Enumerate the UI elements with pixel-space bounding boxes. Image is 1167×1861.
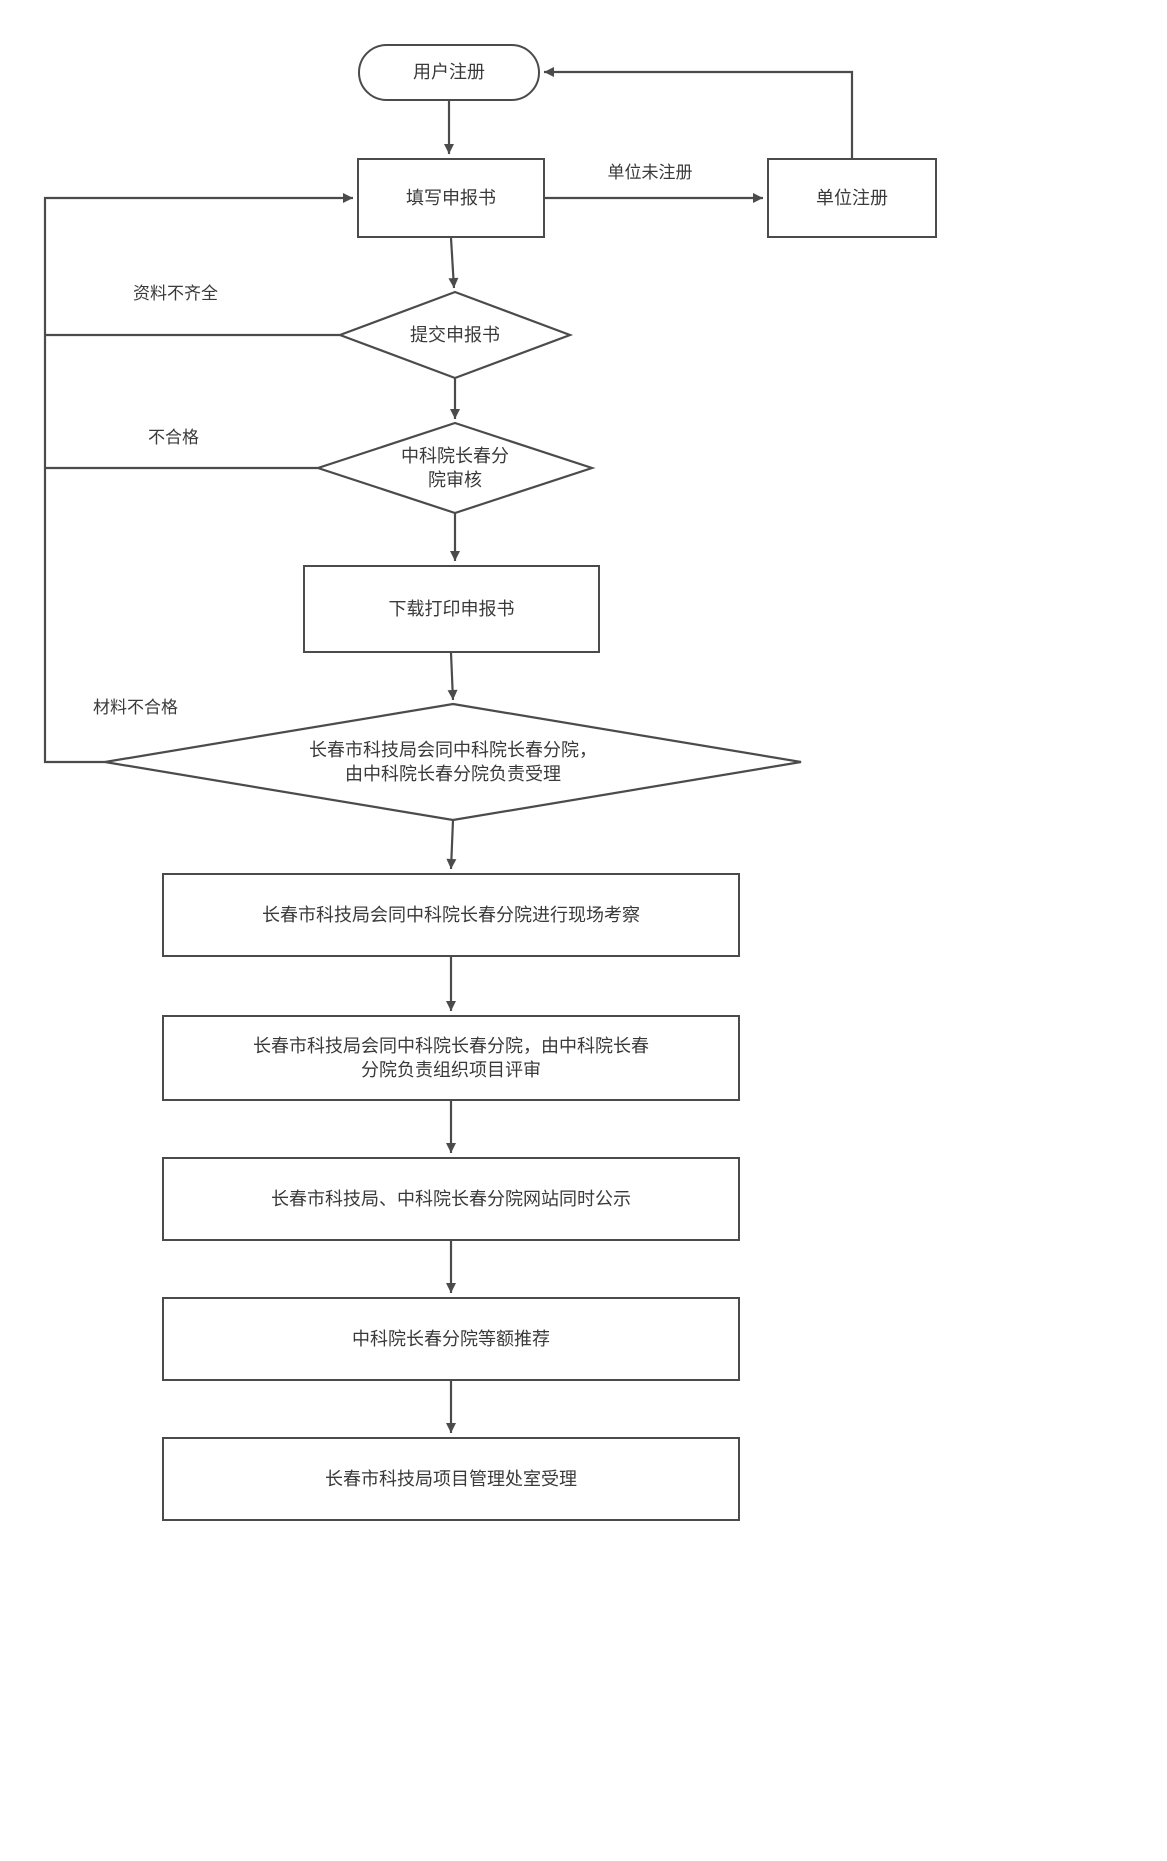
node-download-print-label: 下载打印申报书 bbox=[388, 598, 515, 619]
node-unit-register: 单位注册 bbox=[767, 158, 937, 238]
node-fill-application: 填写申报书 bbox=[357, 158, 545, 238]
node-user-register-label: 用户注册 bbox=[413, 62, 485, 83]
node-unit-register-label: 单位注册 bbox=[816, 187, 888, 208]
node-bureau-acceptance: 长春市科技局项目管理处室受理 bbox=[162, 1437, 740, 1521]
edge-unit-register-to-user-register bbox=[544, 67, 854, 158]
edge-label-materials-unqualified: 材料不合格 bbox=[93, 698, 178, 717]
edge-fill-to-submit bbox=[448, 237, 459, 289]
decision-shapes bbox=[104, 290, 802, 822]
node-project-evaluation-line1: 长春市科技局会同中科院长春分院，由中科院长春 bbox=[253, 1035, 649, 1056]
node-website-publicity: 长春市科技局、中科院长春分院网站同时公示 bbox=[162, 1157, 740, 1241]
flow-edges bbox=[43, 67, 854, 1433]
diamond-acceptance bbox=[104, 702, 802, 822]
edge-label-materials-incomplete: 资料不齐全 bbox=[133, 284, 218, 303]
edge-label-unit-not-registered: 单位未注册 bbox=[607, 163, 693, 182]
node-fill-application-label: 填写申报书 bbox=[406, 187, 496, 208]
node-project-evaluation-label: 长春市科技局会同中科院长春分院，由中科院长春 分院负责组织项目评审 bbox=[253, 1034, 649, 1083]
node-site-inspection-label: 长春市科技局会同中科院长春分院进行现场考察 bbox=[262, 904, 640, 925]
node-bureau-acceptance-label: 长春市科技局项目管理处室受理 bbox=[325, 1468, 577, 1489]
node-website-publicity-label: 长春市科技局、中科院长春分院网站同时公示 bbox=[271, 1188, 631, 1209]
node-download-print: 下载打印申报书 bbox=[303, 565, 600, 653]
node-site-inspection: 长春市科技局会同中科院长春分院进行现场考察 bbox=[162, 873, 740, 957]
edge-label-unqualified: 不合格 bbox=[148, 428, 199, 447]
edge-download-to-acceptance bbox=[447, 652, 458, 701]
node-equal-recommendation-label: 中科院长春分院等额推荐 bbox=[352, 1328, 550, 1349]
diamond-branch-review bbox=[314, 421, 596, 515]
node-project-evaluation-line2: 分院负责组织项目评审 bbox=[361, 1060, 541, 1080]
node-user-register: 用户注册 bbox=[358, 44, 540, 101]
node-project-evaluation: 长春市科技局会同中科院长春分院，由中科院长春 分院负责组织项目评审 bbox=[162, 1015, 740, 1101]
edge-feedback-to-fill bbox=[43, 193, 353, 764]
edge-acceptance-to-inspection bbox=[446, 819, 457, 870]
node-equal-recommendation: 中科院长春分院等额推荐 bbox=[162, 1297, 740, 1381]
diamond-submit-application bbox=[336, 290, 574, 380]
